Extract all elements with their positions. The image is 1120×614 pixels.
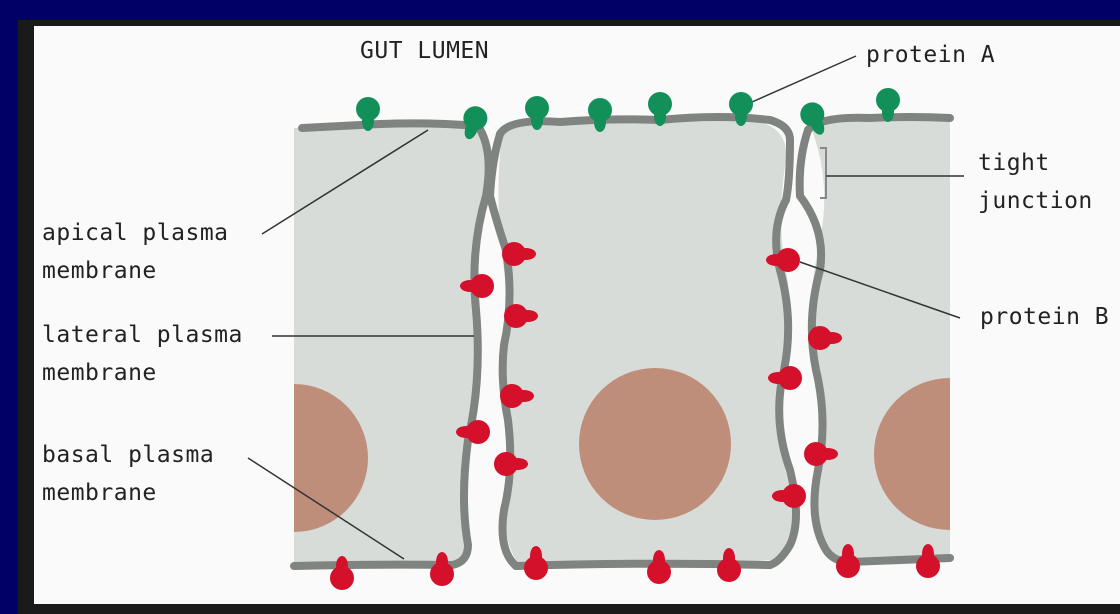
basal-label-line1: basal plasma: [42, 438, 214, 472]
middle-nucleus: [579, 368, 731, 520]
leader-protein-a: [752, 56, 856, 102]
protein-a-label: protein A: [866, 38, 995, 72]
lateral-label-line1: lateral plasma: [42, 318, 243, 352]
gut-lumen-label: GUT LUMEN: [360, 34, 489, 68]
lateral-label-line2: membrane: [42, 356, 157, 390]
apical-label-line2: membrane: [42, 254, 157, 288]
protein-b-label: protein B: [980, 300, 1109, 334]
basal-label-line2: membrane: [42, 476, 157, 510]
apical-membrane-left: [302, 123, 478, 128]
tight-label: tight: [978, 146, 1050, 180]
apical-label-line1: apical plasma: [42, 216, 229, 250]
junction-label: junction: [978, 184, 1093, 218]
basal-membrane-left: [294, 565, 452, 566]
